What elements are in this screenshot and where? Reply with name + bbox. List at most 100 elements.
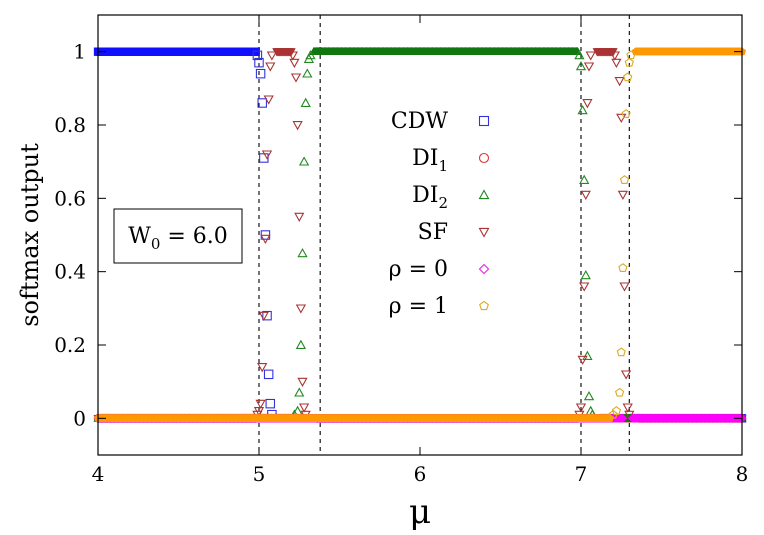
legend-label-subscript: 2 [438, 194, 448, 212]
legend-label-text: SF [418, 220, 448, 245]
data-point [266, 51, 278, 61]
data-point [582, 350, 593, 360]
legend-label: ρ = 0 [389, 257, 448, 282]
phase-boundary-lines [258, 15, 630, 455]
data-point [577, 355, 588, 366]
x-axis-label: μ [409, 492, 431, 532]
data-point [618, 263, 628, 272]
data-point [255, 68, 266, 79]
data-point [611, 406, 622, 415]
series-5-plateau [93, 414, 615, 422]
data-point [619, 282, 630, 292]
y-tick-label: 0.8 [54, 113, 86, 137]
legend-label-text: ρ = 0 [389, 257, 448, 282]
annotation-text: W0 = 6.0 [128, 224, 228, 253]
w0-annotation-box: W0 = 6.0 [113, 208, 243, 264]
data-point [297, 247, 308, 258]
annotation-sub: 0 [151, 235, 161, 253]
annotation-frame [113, 208, 243, 264]
data-point [257, 363, 268, 373]
data-point [290, 73, 302, 83]
data-point [736, 413, 746, 423]
data-point [300, 97, 311, 107]
data-point [297, 377, 308, 388]
data-point [616, 113, 627, 124]
data-point [621, 109, 631, 118]
data-point [583, 390, 595, 401]
tick-layer [97, 15, 743, 455]
data-point [258, 311, 269, 322]
data-point [574, 49, 585, 60]
legend-label-text: DI [412, 146, 438, 171]
y-tick-label: 0.4 [54, 260, 86, 284]
data-point [583, 62, 595, 72]
series-4-plateau [628, 413, 747, 423]
y-tick-label: 0.2 [54, 333, 86, 357]
data-point [262, 310, 272, 321]
data-point [255, 399, 266, 410]
data-point [580, 190, 591, 201]
data-point [289, 58, 300, 69]
legend-label-text: DI [412, 183, 438, 208]
y-tick-label: 0 [73, 406, 86, 430]
data-point [295, 304, 307, 314]
data-point [294, 387, 305, 397]
legend-marker [478, 189, 490, 200]
data-point [294, 212, 305, 223]
y-tick-label: 1 [73, 40, 86, 64]
data-point [585, 51, 596, 61]
data-point [265, 398, 276, 409]
series-0-plateau [93, 47, 260, 56]
series-2-plateau [309, 46, 583, 56]
data-point [611, 58, 622, 69]
data-point [734, 413, 744, 423]
data-point [616, 347, 626, 357]
data-point [253, 407, 265, 417]
data-point [298, 403, 310, 413]
legend-marker [478, 263, 490, 275]
x-tick-label: 5 [253, 462, 266, 486]
data-point [582, 99, 593, 109]
data-layer [93, 46, 747, 424]
legend-label: DI1 [412, 146, 448, 175]
data-point [618, 413, 628, 423]
data-point [615, 413, 624, 423]
x-tick-label: 7 [575, 462, 588, 486]
data-point [295, 339, 307, 349]
legend-label: CDW [391, 109, 448, 134]
data-point [575, 403, 587, 413]
data-point [608, 409, 618, 419]
data-point [622, 403, 633, 413]
legend-label-subscript: 1 [438, 157, 448, 175]
annotation-main: W [128, 224, 151, 249]
data-point [292, 121, 303, 131]
data-point [619, 175, 630, 184]
legend-marker [478, 152, 490, 164]
data-point [257, 98, 267, 108]
y-axis-label: softmax output [16, 143, 44, 327]
legend-label: SF [418, 220, 448, 245]
annotation-rest: = 6.0 [160, 224, 227, 249]
data-point [577, 104, 588, 115]
data-point [579, 174, 590, 184]
legend-label-text: CDW [391, 109, 448, 134]
data-point [616, 413, 625, 423]
data-point [614, 387, 625, 397]
data-point [252, 50, 263, 61]
data-point [623, 72, 633, 82]
data-point [617, 413, 627, 423]
data-point [626, 50, 636, 60]
data-point [605, 414, 615, 422]
data-point [580, 269, 591, 280]
data-point [305, 49, 316, 60]
data-point [733, 413, 743, 423]
legend-label: ρ = 1 [389, 294, 448, 319]
data-point [254, 57, 264, 68]
legend-label-text: ρ = 1 [389, 294, 448, 319]
legend-marker [479, 300, 489, 311]
x-tick-label: 6 [414, 462, 427, 486]
data-point [736, 413, 745, 423]
data-point [616, 413, 626, 423]
series-3-plateau [592, 48, 618, 57]
